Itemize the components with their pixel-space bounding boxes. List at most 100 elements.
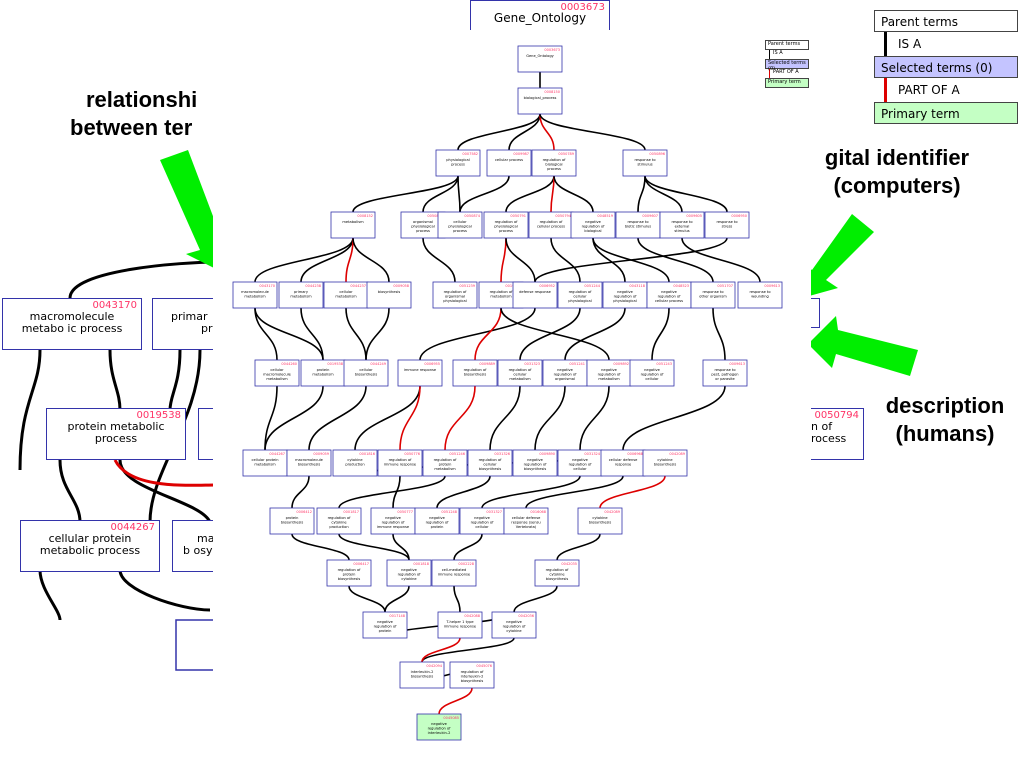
- graph-node-name: biosynthesis: [464, 373, 487, 377]
- graph-node-name: regulation of: [461, 670, 485, 674]
- graph-node-name: primary: [294, 290, 309, 294]
- graph-node-box: [577, 507, 623, 535]
- graph-node-box: [528, 211, 574, 239]
- graph-node-name: physiological: [446, 158, 469, 162]
- part-of-edge: [438, 687, 473, 715]
- graph-node-box: [431, 559, 477, 587]
- graph-node-box: [278, 281, 324, 309]
- graph-node-name: metabolism: [244, 295, 266, 299]
- graph-node-box: [254, 359, 300, 387]
- graph-node-name: cellular: [483, 463, 497, 467]
- graph-node-name: biotic stimulus: [625, 225, 651, 229]
- graph-node-id: 0042035: [561, 562, 577, 566]
- graph-node-box: [517, 87, 563, 115]
- graph-node-box: [557, 281, 603, 309]
- graph-node-name: immune response: [384, 463, 417, 467]
- graph-node-id: 0043170: [259, 284, 275, 288]
- graph-node-id: 0051246: [449, 452, 465, 456]
- is-a-edge: [421, 637, 515, 663]
- graph-node-id: 0009892: [613, 362, 629, 366]
- graph-node-name: Vertebrata): [516, 525, 537, 529]
- graph-node-name: cytokine: [657, 458, 673, 462]
- graph-node-name: negative: [644, 368, 661, 372]
- graph-node-name: negative: [585, 220, 602, 224]
- graph-node-name: cytokine: [401, 577, 417, 581]
- is-a-edge: [637, 237, 714, 283]
- is-a-edge: [384, 585, 410, 613]
- graph-node-name: cell-mediated: [442, 568, 467, 572]
- graph-node-name: cellular: [339, 290, 353, 294]
- graph-node-box: [517, 45, 563, 73]
- graph-node-name: cytokine: [506, 629, 522, 633]
- graph-node-id: 0048523: [673, 284, 689, 288]
- graph-node-name: cellular process: [655, 299, 683, 303]
- graph-node-name: negative: [601, 368, 618, 372]
- annotation-line: (humans): [895, 421, 995, 446]
- graph-node-id: 0009890: [539, 452, 555, 456]
